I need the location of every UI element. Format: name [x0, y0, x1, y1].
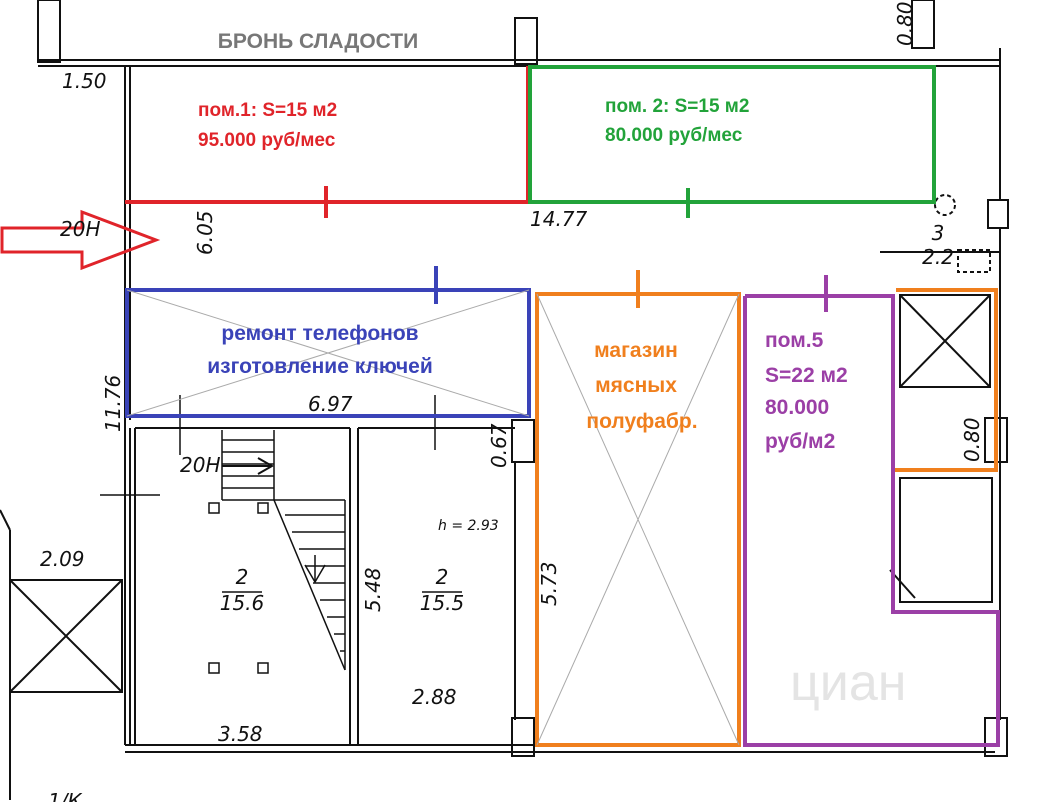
dim-middle-room-depth: 5.48: [361, 567, 385, 612]
middle-room-area: 15.5: [420, 591, 465, 615]
dim-left-side: 2.09: [40, 547, 85, 571]
small-room-area: 2.2: [922, 245, 954, 269]
meat-line2: мясных: [595, 374, 677, 397]
dim-corridor-width: 6.05: [193, 210, 217, 255]
small-room-number: 3: [932, 221, 945, 245]
repair-outline: [125, 266, 531, 418]
meat-line3: полуфабр.: [586, 410, 697, 433]
dim-stair-room-width: 3.58: [218, 722, 263, 746]
dim-top-length: 14.77: [530, 207, 588, 231]
dim-right-small: 0.80: [960, 417, 984, 462]
pom2-title: пом. 2: S=15 м2: [605, 96, 749, 117]
dim-middle-side: 0.67: [487, 423, 511, 468]
pom5-line3: 80.000: [765, 396, 829, 419]
dim-left-height: 11.76: [101, 375, 125, 432]
header-title: БРОНЬ СЛАДОСТИ: [218, 30, 418, 53]
walls: [0, 0, 1009, 800]
stair-arrow: [222, 457, 275, 475]
pom5-line2: S=22 м2: [765, 364, 848, 387]
pom1-price: 95.000 руб/мес: [198, 130, 336, 151]
dim-repair-length: 6.97: [308, 392, 353, 416]
entrance-arrow-icon: [0, 209, 161, 271]
pom5-outline: [743, 275, 1000, 747]
stair-room-number: 2: [236, 565, 249, 589]
staircase: [100, 395, 436, 674]
repair-line2: изготовление ключей: [207, 355, 432, 378]
corridor-code: 20Н: [60, 217, 101, 241]
watermark: циан: [790, 654, 906, 712]
dim-bottom-partial: 1/К: [48, 789, 82, 802]
pom2-outline: [528, 65, 936, 204]
middle-room-number: 2: [436, 565, 449, 589]
dim-meat-length: 5.73: [537, 561, 561, 606]
pom5-line1: пом.5: [765, 329, 824, 352]
pom1-title: пом.1: S=15 м2: [198, 100, 337, 121]
meat-line1: магазин: [594, 339, 678, 362]
stair-code: 20Н: [180, 453, 221, 477]
repair-line1: ремонт телефонов: [221, 322, 418, 345]
dim-top-right: 0.80: [893, 1, 917, 46]
ceiling-height: h = 2.93: [438, 518, 499, 534]
pom5-line4: руб/м2: [765, 430, 835, 453]
pom2-price: 80.000 руб/мес: [605, 125, 743, 146]
stair-room-area: 15.6: [220, 591, 265, 615]
dim-top-left: 1.50: [62, 69, 107, 93]
dim-middle-room-width: 2.88: [412, 685, 457, 709]
